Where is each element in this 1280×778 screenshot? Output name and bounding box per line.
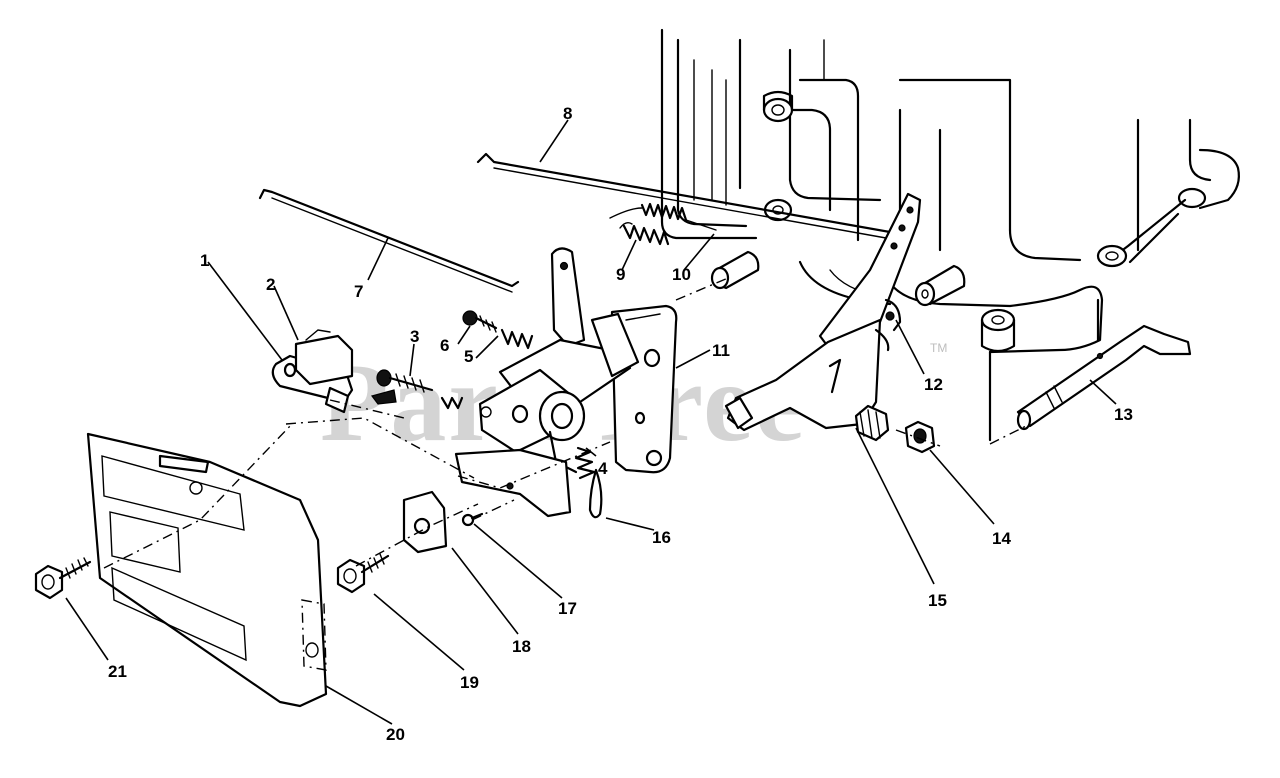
callout-19[interactable]: 19 (460, 673, 479, 692)
callout-2[interactable]: 2 (266, 275, 275, 294)
callout-18[interactable]: 18 (512, 637, 531, 656)
part-10-spring[interactable] (609, 202, 717, 231)
callout-13[interactable]: 13 (1114, 405, 1133, 424)
part-9-spring[interactable] (619, 221, 670, 246)
callout-16[interactable]: 16 (652, 528, 671, 547)
part-20-cover-plate[interactable] (86, 432, 328, 708)
part-2-choke-lever[interactable] (294, 329, 397, 405)
callout-15[interactable]: 15 (928, 591, 947, 610)
callout-7[interactable]: 7 (354, 282, 363, 301)
callout-6[interactable]: 6 (440, 336, 449, 355)
alignment-lines (103, 277, 1031, 569)
part-15-governor-lever[interactable] (724, 192, 922, 432)
part-3-screw[interactable] (376, 369, 434, 393)
callout-5[interactable]: 5 (464, 347, 473, 366)
part-5-spring[interactable] (440, 328, 534, 410)
callout-14[interactable]: 14 (992, 529, 1011, 548)
callout-3[interactable]: 3 (410, 327, 419, 346)
speed-control-lever[interactable] (454, 247, 640, 519)
callout-17[interactable]: 17 (558, 599, 577, 618)
part-21-bolt[interactable] (34, 557, 92, 600)
callout-20[interactable]: 20 (386, 725, 405, 744)
callout-4[interactable]: 4 (598, 459, 608, 478)
part-18-clip[interactable] (402, 490, 448, 554)
part-12-clamp-screw[interactable] (884, 298, 902, 332)
callout-11[interactable]: 11 (712, 341, 730, 360)
callout-21[interactable]: 21 (108, 662, 127, 681)
part-7-choke-rod[interactable] (258, 188, 520, 293)
callout-10[interactable]: 10 (672, 265, 691, 284)
part-14-nut[interactable] (854, 404, 936, 454)
callout-9[interactable]: 9 (616, 265, 625, 284)
part-19-bolt[interactable] (336, 553, 390, 594)
callout-1[interactable]: 1 (200, 251, 209, 270)
watermark-trademark: TM (930, 341, 947, 355)
part-13-governor-shaft[interactable] (1016, 324, 1192, 431)
callout-12[interactable]: 12 (924, 375, 943, 394)
leader-lines (65, 119, 1117, 725)
part-8-governor-rod[interactable] (476, 152, 902, 239)
callout-labels: 1 2 3 4 5 6 7 8 9 10 11 12 13 14 15 16 1… (108, 104, 1133, 744)
callout-8[interactable]: 8 (563, 104, 572, 123)
part-6-screw[interactable] (462, 310, 498, 333)
